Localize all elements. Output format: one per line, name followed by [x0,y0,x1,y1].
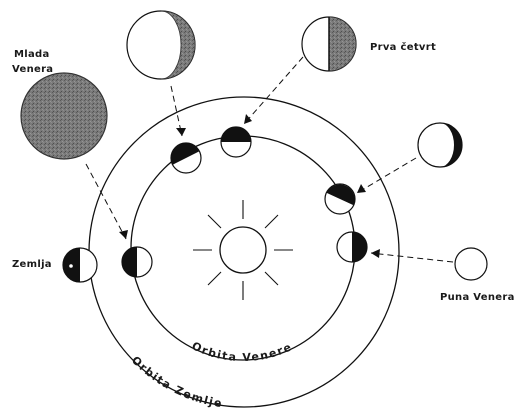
sun-icon [193,200,293,300]
venus-phase-icon [171,143,201,173]
venus-phase-icon [325,184,355,214]
venus-phase-icon [337,232,367,262]
full-venus-view [455,248,487,280]
label-first-quarter: Prva četvrt [370,41,436,53]
gibbous-venus-view [418,123,462,167]
crescent-venus-view [127,11,195,79]
label-new-venus-line2: Venera [12,64,53,75]
label-earth: Zemlja [12,259,52,270]
first-quarter-venus-view [302,17,356,71]
venus-phase-icon [122,247,152,277]
label-full-venus: Puna Venera [440,292,515,303]
label-venus-orbit: Orbita Venere [190,339,295,364]
label-earth-orbit: Orbita Zemlje [129,354,224,411]
venus-phase-icon [221,127,251,157]
label-new-venus-line1: Mlada [14,49,50,60]
earth-icon [63,248,97,282]
new-venus-disc [21,73,107,159]
